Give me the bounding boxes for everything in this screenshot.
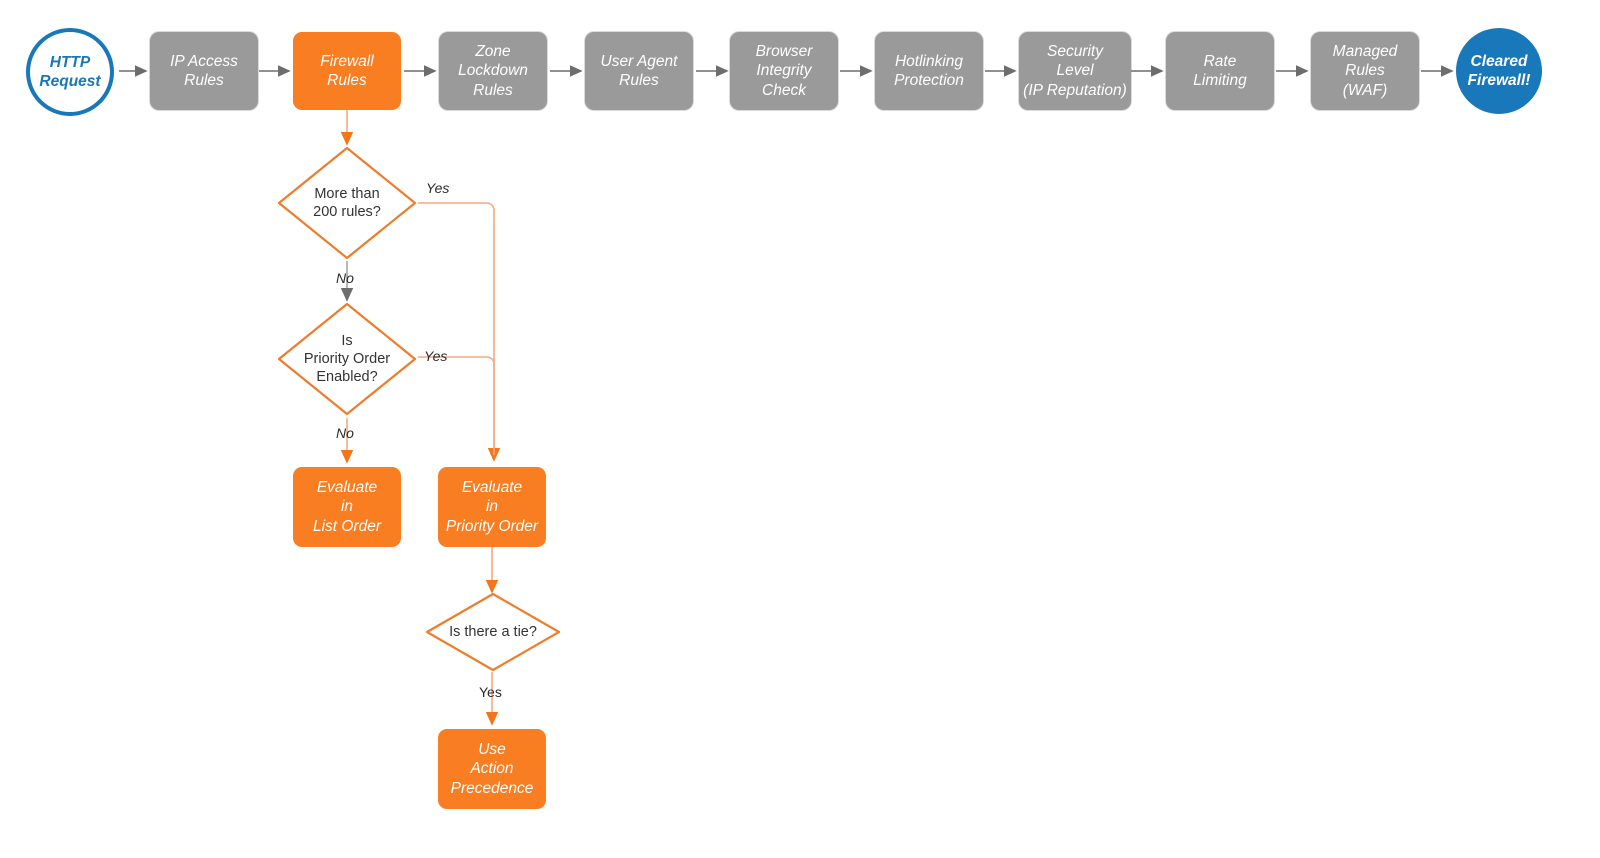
diamond-shape	[277, 146, 417, 260]
edge-label-more-than-200-no: No	[336, 270, 354, 286]
node-evaluate-in-priority-order[interactable]: Evaluate in Priority Order	[438, 467, 546, 547]
node-hotlinking-protection[interactable]: Hotlinking Protection	[875, 32, 983, 110]
node-label: User Agent Rules	[600, 52, 678, 89]
edge-label-priority-order-yes: Yes	[424, 348, 448, 364]
node-label: HTTP Request	[39, 53, 101, 90]
node-label: Firewall Rules	[320, 52, 374, 89]
node-cleared-firewall[interactable]: Cleared Firewall!	[1456, 28, 1542, 114]
node-label: IP Access Rules	[170, 52, 238, 89]
decision-is-there-a-tie[interactable]: Is there a tie?	[425, 592, 561, 672]
decision-label: Is Priority Order Enabled?	[303, 332, 391, 386]
node-managed-rules-waf[interactable]: Managed Rules (WAF)	[1311, 32, 1419, 110]
node-http-request[interactable]: HTTP Request	[26, 28, 114, 116]
node-label: Use Action Precedence	[450, 740, 534, 797]
node-label: Evaluate in List Order	[312, 478, 382, 535]
node-label: Security Level (IP Reputation)	[1023, 42, 1127, 99]
node-label: Evaluate in Priority Order	[445, 478, 539, 535]
diamond-shape	[277, 302, 417, 416]
node-label: Rate Limiting	[1193, 52, 1247, 89]
node-label: Cleared Firewall!	[1467, 52, 1531, 89]
node-firewall-rules[interactable]: Firewall Rules	[293, 32, 401, 110]
node-ip-access-rules[interactable]: IP Access Rules	[150, 32, 258, 110]
edge-label-more-than-200-yes: Yes	[426, 180, 450, 196]
decision-priority-order-enabled[interactable]: Is Priority Order Enabled?	[277, 302, 417, 416]
node-rate-limiting[interactable]: Rate Limiting	[1166, 32, 1274, 110]
node-label: Managed Rules (WAF)	[1332, 42, 1398, 99]
diamond-shape	[425, 592, 561, 672]
node-use-action-precedence[interactable]: Use Action Precedence	[438, 729, 546, 809]
node-label: Hotlinking Protection	[894, 52, 964, 89]
decision-more-than-200-rules[interactable]: More than 200 rules?	[277, 146, 417, 260]
node-browser-integrity-check[interactable]: Browser Integrity Check	[730, 32, 838, 110]
decision-label: Is there a tie?	[449, 623, 537, 640]
edge-label-priority-order-no: No	[336, 425, 354, 441]
node-label: Browser Integrity Check	[755, 42, 813, 99]
node-label: Zone Lockdown Rules	[458, 42, 528, 99]
node-evaluate-in-list-order[interactable]: Evaluate in List Order	[293, 467, 401, 547]
edge-label-tie-yes: Yes	[479, 684, 502, 700]
node-security-level[interactable]: Security Level (IP Reputation)	[1019, 32, 1131, 110]
node-zone-lockdown-rules[interactable]: Zone Lockdown Rules	[439, 32, 547, 110]
node-user-agent-rules[interactable]: User Agent Rules	[585, 32, 693, 110]
decision-label: More than 200 rules?	[313, 185, 381, 220]
